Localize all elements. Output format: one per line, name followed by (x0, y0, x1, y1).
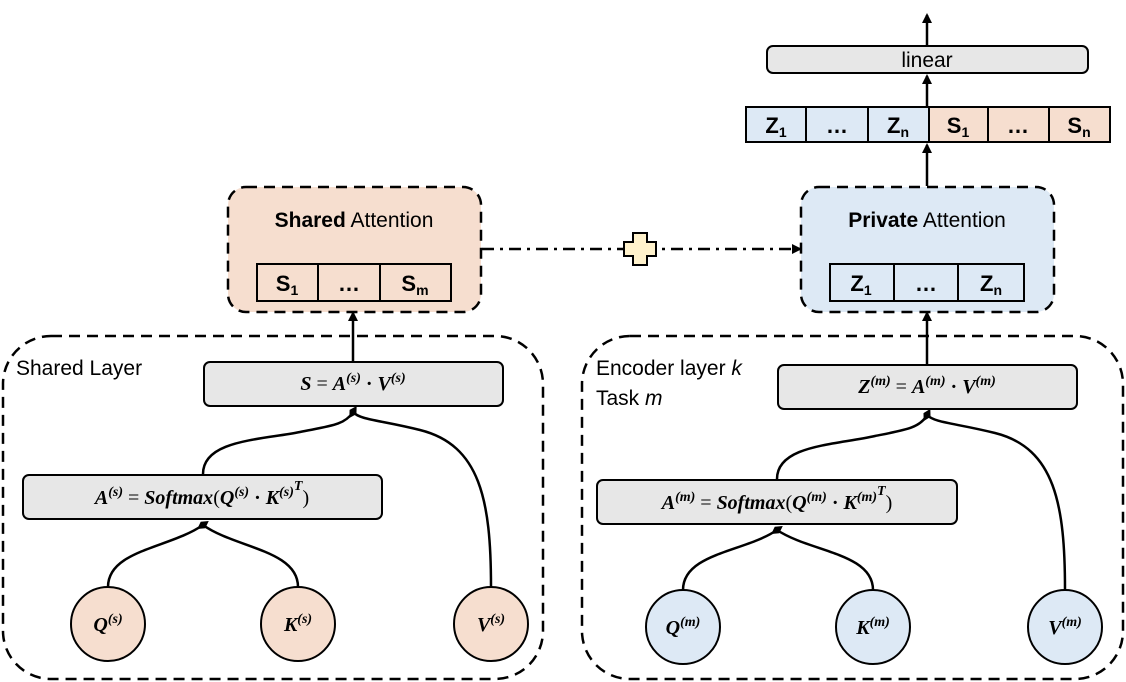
private-token-row: Z1 … Zn (829, 263, 1025, 302)
task-label: Task m (596, 387, 663, 410)
edge-shared-k-to-attn (202, 523, 300, 588)
shared-k-label: K(s) (283, 612, 312, 636)
shared-attn-formula: A(s) = Softmax(Q(s) · K(s)T) (93, 479, 309, 509)
encoder-layer-label: Encoder layer k (596, 357, 743, 380)
edge-encoder-attn-to-output (775, 408, 931, 480)
private-attention-title: Private Attention (848, 209, 1006, 232)
shared-token-s1: S1 (276, 271, 299, 298)
private-token-z1: Z1 (850, 271, 871, 298)
shared-v-node (453, 586, 529, 662)
plus-icon (623, 232, 657, 266)
shared-k-node (260, 586, 336, 662)
shared-token-row: S1 … Sm (256, 263, 452, 302)
shared-attn-formula-box (22, 474, 383, 520)
concat-token-row: Z1 … Zn S1 … Sn (745, 106, 1111, 143)
concat-token-ellipsis-z: … (826, 113, 848, 138)
encoder-q-label: Q(m) (666, 615, 701, 639)
edge-shared-attn-to-output (201, 406, 357, 475)
shared-v-label: V(s) (477, 612, 505, 636)
private-token-zn: Zn (980, 271, 1002, 298)
encoder-output-formula: Z(m) = A(m) · V(m) (857, 374, 996, 398)
edge-encoder-q-to-attn (681, 526, 783, 591)
shared-q-label: Q(s) (93, 612, 122, 636)
shared-output-formula: S = A(s) · V(s) (300, 371, 405, 395)
private-token-ellipsis: … (915, 271, 937, 296)
edge-encoder-v-to-output (926, 414, 1067, 591)
concat-token-s1: S1 (947, 113, 970, 140)
edge-shared-q-to-attn (106, 521, 209, 588)
encoder-v-node (1027, 589, 1103, 665)
shared-attention-title: Shared Attention (275, 209, 434, 232)
concat-token-sn: Sn (1067, 113, 1090, 140)
edge-encoder-k-to-attn (776, 528, 875, 591)
shared-q-node (70, 586, 146, 662)
edge-shared-v-to-output (352, 411, 493, 588)
shared-layer-label: Shared Layer (16, 357, 142, 380)
shared-token-ellipsis: … (338, 271, 360, 296)
encoder-attn-formula: A(m) = Softmax(Q(m) · K(m)T) (660, 484, 893, 514)
encoder-v-label: V(m) (1048, 615, 1082, 639)
concat-token-z1: Z1 (765, 113, 786, 140)
shared-layer-container (1, 334, 545, 681)
encoder-layer-container (580, 334, 1125, 681)
shared-output-formula-box (203, 361, 504, 407)
concat-token-zn: Zn (887, 113, 909, 140)
encoder-k-label: K(m) (855, 615, 890, 639)
encoder-q-node (645, 589, 721, 665)
encoder-k-node (835, 589, 911, 665)
concat-token-ellipsis-s: … (1007, 113, 1029, 138)
encoder-attn-formula-box (596, 479, 958, 525)
linear-label: linear (901, 49, 952, 72)
linear-box (766, 45, 1089, 74)
shared-token-sm: Sm (401, 271, 428, 298)
